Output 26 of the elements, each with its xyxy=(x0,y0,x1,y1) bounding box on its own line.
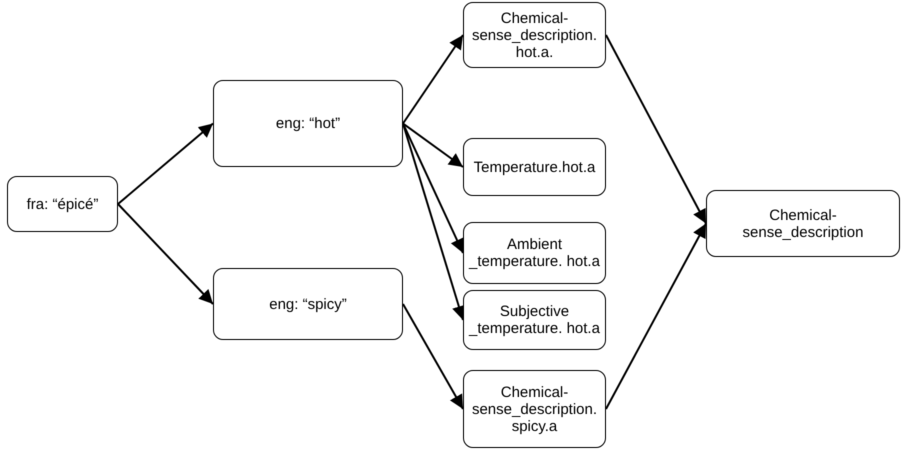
concept-box xyxy=(213,268,403,340)
node-label: Temperature.hot.a xyxy=(474,158,596,176)
arrow xyxy=(605,34,707,224)
arrow xyxy=(402,122,464,168)
concept-box xyxy=(463,2,606,68)
node-label: fra: “épicé” xyxy=(26,196,98,212)
arrow xyxy=(402,34,464,124)
node-label: Ambient _temperature. hot.a xyxy=(468,236,601,270)
concept-box xyxy=(213,80,403,167)
node-label: eng: “hot” xyxy=(276,115,340,132)
node-label: Chemical-sense_description. hot.a. xyxy=(470,10,598,60)
concept-box xyxy=(463,222,606,284)
node-label: Chemical-sense_description xyxy=(742,206,864,240)
concept-box xyxy=(7,176,118,232)
concept-box xyxy=(463,290,606,350)
arrow xyxy=(402,123,464,254)
concept-box xyxy=(706,190,900,257)
node-label: Chemical-sense_description. spicy.a xyxy=(470,384,598,434)
node-label: eng: “spicy” xyxy=(269,296,347,312)
arrow xyxy=(117,203,214,305)
arrow xyxy=(402,304,464,410)
arrow xyxy=(117,122,214,205)
arrow xyxy=(605,223,707,410)
node-label: Subjective _temperature. hot.a xyxy=(468,303,601,337)
concept-box xyxy=(463,138,606,196)
concept-box xyxy=(463,370,606,448)
